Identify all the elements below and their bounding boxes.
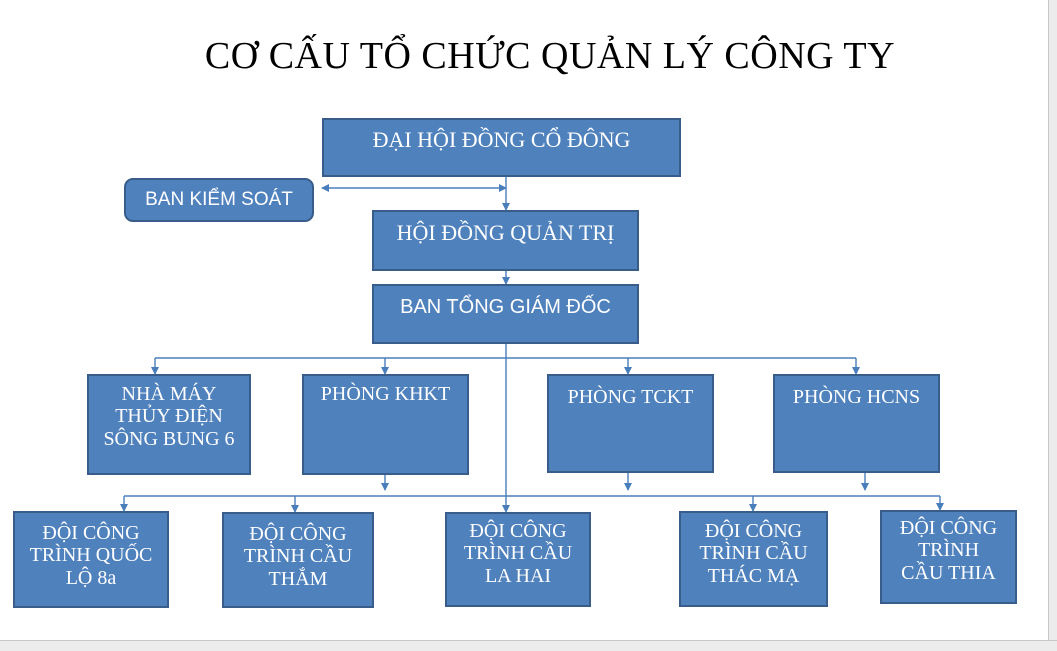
page-title: CƠ CẤU TỔ CHỨC QUẢN LÝ CÔNG TY bbox=[204, 35, 896, 77]
box-phong-tckt: PHÒNG TCKT bbox=[547, 374, 714, 473]
box-doi-cau-thia: ĐỘI CÔNG TRÌNH CẦU THIA bbox=[880, 510, 1017, 604]
box-doi-cau-tham: ĐỘI CÔNG TRÌNH CẦU THẮM bbox=[222, 512, 374, 608]
box-phong-hcns: PHÒNG HCNS bbox=[773, 374, 940, 473]
box-nha-may-thuy-dien: NHÀ MÁY THỦY ĐIỆN SÔNG BUNG 6 bbox=[87, 374, 251, 475]
box-label: ĐỘI CÔNG TRÌNH CẦU THẮM bbox=[243, 523, 353, 590]
box-label: BAN TỔNG GIÁM ĐỐC bbox=[400, 296, 611, 318]
box-label: HỘI ĐỒNG QUẢN TRỊ bbox=[396, 220, 615, 245]
box-label: ĐỘI CÔNG TRÌNH CẦU THÁC MẠ bbox=[699, 520, 808, 587]
box-label: ĐỘI CÔNG TRÌNH CẦU THIA bbox=[899, 517, 998, 584]
box-ban-kiem-soat: BAN KIỂM SOÁT bbox=[124, 178, 314, 222]
box-doi-cau-la-hai: ĐỘI CÔNG TRÌNH CẦU LA HAI bbox=[445, 512, 591, 607]
box-label: BAN KIỂM SOÁT bbox=[145, 189, 293, 211]
box-hoi-dong-quan-tri: HỘI ĐỒNG QUẢN TRỊ bbox=[372, 210, 639, 271]
box-label: ĐỘI CÔNG TRÌNH CẦU LA HAI bbox=[463, 520, 573, 587]
box-label: ĐỘI CÔNG TRÌNH QUỐC LỘ 8a bbox=[29, 522, 153, 589]
box-phong-khkt: PHÒNG KHKT bbox=[302, 374, 469, 475]
slide-right-border bbox=[1048, 0, 1057, 650]
box-doi-cau-thac-ma: ĐỘI CÔNG TRÌNH CẦU THÁC MẠ bbox=[679, 511, 828, 607]
box-label: PHÒNG TCKT bbox=[567, 386, 694, 408]
box-label: PHÒNG KHKT bbox=[320, 383, 451, 405]
box-ban-tong-giam-doc: BAN TỔNG GIÁM ĐỐC bbox=[372, 284, 639, 344]
box-label: PHÒNG HCNS bbox=[792, 386, 921, 408]
slide-bottom-border bbox=[0, 640, 1057, 651]
box-dai-hoi-dong-co-dong: ĐẠI HỘI ĐỒNG CỔ ĐÔNG bbox=[322, 118, 681, 177]
box-doi-quoc-lo-8a: ĐỘI CÔNG TRÌNH QUỐC LỘ 8a bbox=[13, 511, 169, 608]
box-label: NHÀ MÁY THỦY ĐIỆN SÔNG BUNG 6 bbox=[103, 383, 235, 450]
box-label: ĐẠI HỘI ĐỒNG CỔ ĐÔNG bbox=[372, 127, 631, 152]
